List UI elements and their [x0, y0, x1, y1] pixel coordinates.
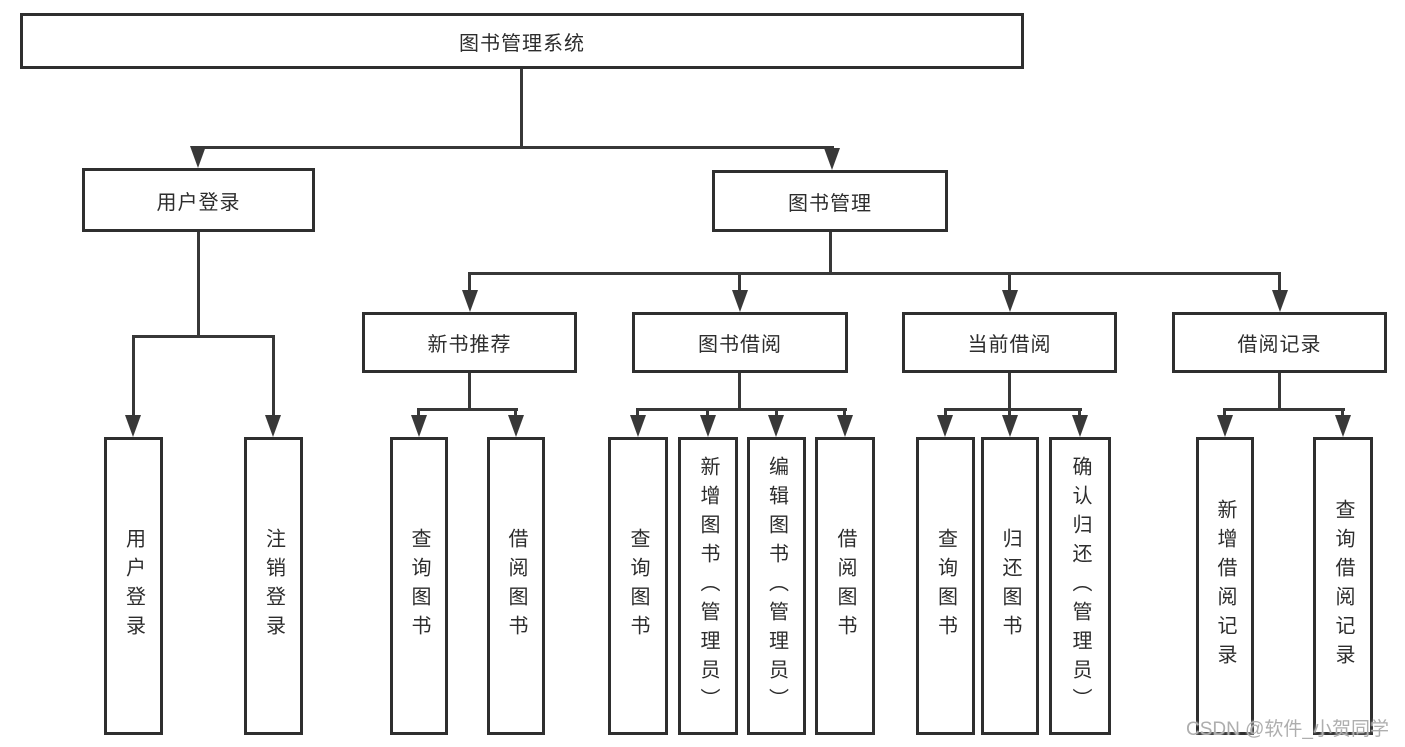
node-label: 用户登录 [122, 528, 145, 644]
connector [636, 408, 639, 415]
node-borrow-records: 借阅记录 [1172, 312, 1387, 373]
leaf-current-confirm-return-admin: 确认归还（管理员） [1049, 437, 1111, 735]
arrowhead-down-icon [1002, 290, 1018, 312]
connector [1341, 408, 1344, 415]
leaf-borrowing-borrow-books: 借阅图书 [815, 437, 875, 735]
connector [468, 272, 471, 290]
arrowhead-down-icon [1272, 290, 1288, 312]
node-label: 查询图书 [934, 528, 957, 644]
node-label: 注销登录 [262, 528, 285, 644]
arrowhead-down-icon [125, 415, 141, 437]
connector [417, 408, 420, 415]
connector [829, 232, 832, 274]
leaf-recommend-borrow-books: 借阅图书 [487, 437, 545, 735]
connector [132, 335, 275, 338]
arrowhead-down-icon [630, 415, 646, 437]
arrowhead-down-icon [508, 415, 524, 437]
node-user-login: 用户登录 [82, 168, 315, 232]
connector [1223, 408, 1345, 411]
arrowhead-down-icon [1335, 415, 1351, 437]
arrowhead-down-icon [1217, 415, 1233, 437]
node-label: 当前借阅 [967, 334, 1052, 356]
connector [1008, 373, 1011, 410]
node-label: 图书管理系统 [459, 32, 585, 55]
arrowhead-down-icon [265, 415, 281, 437]
connector [944, 408, 947, 415]
node-label: 借阅图书 [505, 528, 527, 644]
node-new-book-recommend: 新书推荐 [362, 312, 577, 373]
arrowhead-down-icon [768, 415, 784, 437]
connector [272, 335, 275, 415]
connector [843, 408, 846, 415]
node-library-management-system: 图书管理系统 [20, 13, 1024, 69]
connector [197, 232, 200, 337]
node-label: 图书借阅 [698, 334, 782, 356]
connector [706, 408, 709, 415]
node-label: 确认归还（管理员） [1069, 455, 1091, 717]
connector [1223, 408, 1226, 415]
csdn-watermark: CSDN @软件_小贺同学 [1186, 719, 1389, 740]
node-label: 用户登录 [156, 191, 241, 214]
arrowhead-down-icon [1072, 415, 1088, 437]
leaf-user-login: 用户登录 [104, 437, 163, 735]
node-label: 查询图书 [408, 528, 430, 644]
connector [197, 146, 834, 149]
arrowhead-down-icon [462, 290, 478, 312]
node-current-borrowing: 当前借阅 [902, 312, 1117, 373]
arrowhead-down-icon [1002, 415, 1018, 437]
node-label: 图书管理 [788, 192, 872, 215]
arrowhead-down-icon [732, 290, 748, 312]
node-label: 查询图书 [627, 528, 649, 644]
arrowhead-down-icon [411, 415, 427, 437]
connector [738, 272, 741, 290]
node-label: 新增图书（管理员） [697, 455, 719, 717]
connector [1278, 272, 1281, 290]
connector [738, 373, 741, 410]
leaf-current-return-books: 归还图书 [981, 437, 1039, 735]
node-label: 查询借阅记录 [1332, 499, 1354, 673]
arrowhead-down-icon [700, 415, 716, 437]
connector [468, 373, 471, 410]
node-book-management: 图书管理 [712, 170, 948, 232]
node-label: 编辑图书（管理员） [765, 455, 788, 717]
connector [636, 408, 847, 411]
leaf-current-query-books: 查询图书 [916, 437, 975, 735]
connector [417, 408, 518, 411]
connector [944, 408, 1082, 411]
leaf-records-add-borrow-record: 新增借阅记录 [1196, 437, 1254, 735]
node-label: 归还图书 [999, 528, 1021, 644]
arrowhead-down-icon [937, 415, 953, 437]
node-book-borrowing: 图书借阅 [632, 312, 848, 373]
connector [520, 69, 523, 149]
node-label: 新书推荐 [427, 334, 512, 356]
node-label: 借阅图书 [834, 528, 856, 644]
connector [132, 335, 135, 415]
leaf-borrowing-edit-books-admin: 编辑图书（管理员） [747, 437, 806, 735]
leaf-recommend-query-books: 查询图书 [390, 437, 448, 735]
arrowhead-down-icon [190, 146, 206, 168]
connector [1278, 373, 1281, 410]
node-label: 借阅记录 [1237, 334, 1322, 356]
leaf-borrowing-query-books: 查询图书 [608, 437, 668, 735]
leaf-logout: 注销登录 [244, 437, 303, 735]
connector [514, 408, 517, 415]
connector [1008, 408, 1011, 415]
connector [775, 408, 778, 415]
connector [1008, 272, 1011, 290]
connector [468, 272, 1281, 275]
node-label: 新增借阅记录 [1214, 499, 1236, 673]
arrowhead-down-icon [824, 148, 840, 170]
leaf-borrowing-add-books-admin: 新增图书（管理员） [678, 437, 738, 735]
connector [1078, 408, 1081, 415]
arrowhead-down-icon [837, 415, 853, 437]
leaf-records-query-borrow-record: 查询借阅记录 [1313, 437, 1373, 735]
